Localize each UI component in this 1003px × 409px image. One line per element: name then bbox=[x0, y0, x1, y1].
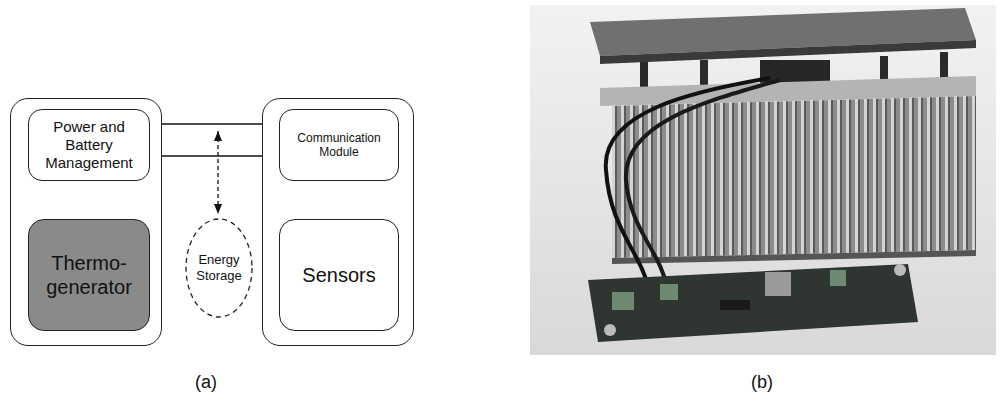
chip bbox=[720, 300, 750, 310]
node-text: Power and Battery Management bbox=[36, 118, 142, 172]
heatsink-bottom bbox=[612, 250, 976, 264]
terminal-block bbox=[612, 292, 634, 310]
node-text: Sensors bbox=[302, 263, 375, 287]
panel-label: (a) bbox=[195, 372, 217, 393]
screw bbox=[604, 324, 616, 336]
arrow-connector bbox=[150, 155, 279, 156]
dashed-storage-arrow bbox=[217, 131, 218, 214]
terminal-block bbox=[660, 284, 678, 300]
thermoelectric-module bbox=[760, 60, 830, 84]
generator-box: Thermo-generator bbox=[28, 219, 150, 331]
standoff bbox=[700, 60, 708, 86]
panel-label: (b) bbox=[751, 372, 773, 393]
photo-background bbox=[530, 5, 996, 355]
node-text: Thermo-generator bbox=[36, 251, 142, 299]
node-text: Communication Module bbox=[287, 131, 391, 160]
process-box: Power and Battery Management bbox=[28, 109, 150, 181]
standoff bbox=[940, 52, 948, 80]
jumper bbox=[830, 270, 846, 286]
node-text: Energy Storage bbox=[190, 252, 248, 283]
subsystem-frame: Power and Battery ManagementThermo-gener… bbox=[10, 98, 162, 346]
standoff bbox=[640, 62, 648, 88]
cable bbox=[626, 80, 780, 290]
sensor-box: Sensors bbox=[279, 219, 399, 331]
process-box: Communication Module bbox=[279, 109, 399, 181]
trimmer bbox=[765, 272, 791, 296]
standoff bbox=[880, 56, 888, 82]
arrow-connector bbox=[150, 123, 279, 124]
circuit-board bbox=[588, 264, 918, 342]
subsystem-frame: Communication ModuleSensors bbox=[262, 98, 414, 346]
storage-ellipse: Energy Storage bbox=[185, 218, 253, 318]
storage-outline bbox=[186, 219, 252, 317]
screw bbox=[894, 264, 906, 276]
